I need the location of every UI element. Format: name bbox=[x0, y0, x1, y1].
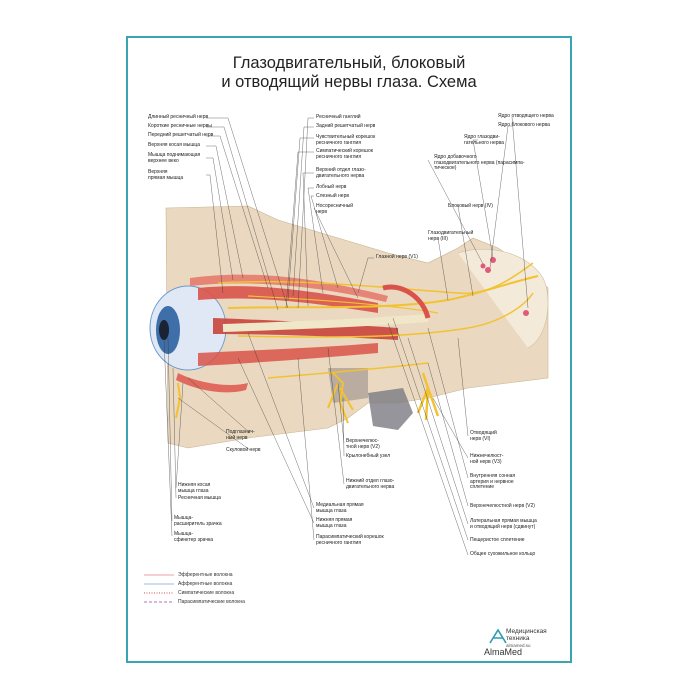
title-line-2: и отводящий нервы глаза. Схема bbox=[221, 73, 477, 91]
maxillary-nerve bbox=[267, 362, 429, 379]
label-medial-rectus-muscle: Медиальная прямая мышца глаза bbox=[316, 502, 364, 514]
abducens-nerve bbox=[237, 292, 534, 338]
label-accessory-oculomotor-nucleus: Ядро добавочного глазодвигательного нерв… bbox=[434, 154, 525, 172]
label-inferior-oblique-muscle: Нижняя косая мышца глаза bbox=[178, 482, 211, 494]
skull-dark-cavity bbox=[368, 388, 413, 430]
almamed-logo-icon bbox=[489, 628, 507, 644]
pupil bbox=[159, 320, 169, 340]
label-nasociliary-nerve: Носоресничный нерв bbox=[316, 203, 354, 215]
label-inferior-oculomotor-division: Нижний отдел глазо- двигательного нерва bbox=[346, 478, 395, 490]
label-internal-carotid-artery: Внутренняя сонная артерия и нервное спле… bbox=[470, 473, 516, 491]
legend-afferent: Афферентные волокна bbox=[178, 581, 233, 587]
label-anterior-ethmoidal-nerve: Передний решетчатый нерв bbox=[148, 132, 214, 138]
label-cavernous-plexus: Пещеристое сплетение bbox=[470, 537, 525, 543]
abducens-nucleus bbox=[523, 310, 529, 316]
pterygopalatine-ganglion bbox=[327, 372, 354, 424]
leader-lines bbox=[163, 116, 529, 556]
page-title: Глазодвигательный, блоковый и отводящий … bbox=[128, 54, 570, 92]
oculomotor-nerve bbox=[227, 275, 539, 309]
label-oculomotor-nucleus: Ядро глазодви- гательного нерва bbox=[464, 134, 504, 146]
inferior-rectus-muscle bbox=[198, 343, 378, 366]
label-frontal-nerve: Лобный нерв bbox=[316, 184, 347, 190]
anatomy-illustration bbox=[144, 116, 549, 644]
label-ciliary-ganglion: Ресничный ганглий bbox=[316, 114, 361, 120]
label-maxillary-nerve-v2: Верхнечелюс- тной нерв (V2) bbox=[346, 438, 380, 450]
brain-outline bbox=[457, 248, 549, 349]
oculomotor-nucleus bbox=[490, 257, 496, 263]
label-sphincter-pupillae: Мышца- сфинктер зрачка bbox=[174, 531, 214, 543]
label-superior-rectus-muscle: Верхняя прямая мышца bbox=[148, 169, 184, 181]
zygomatic-nerve bbox=[175, 382, 182, 419]
title-line-1: Глазодвигательный, блоковый bbox=[232, 54, 466, 72]
label-inferior-rectus-muscle: Нижняя прямая мышца глаза bbox=[316, 517, 353, 529]
label-pterygopalatine-ganglion: Крылонебный узел bbox=[346, 453, 391, 459]
label-maxillary-nerve-v2-right: Верхнечелюстной нерв (V2) bbox=[470, 503, 535, 509]
label-common-tendinous-ring: Общее сухожильное кольцо bbox=[470, 551, 536, 557]
label-infraorbital-nerve: Подглазнич- ный нерв bbox=[226, 429, 255, 441]
accessory-nucleus bbox=[480, 263, 486, 269]
label-posterior-ethmoidal-nerve: Задний решетчатый нерв bbox=[316, 123, 376, 129]
logo-url: almamed.su bbox=[506, 643, 531, 648]
trochlear-nucleus bbox=[485, 267, 491, 273]
legend-parasympathetic: Парасимпатические волокна bbox=[178, 599, 245, 605]
label-sympathetic-root: Симпатический корешок ресничного ганглия bbox=[316, 148, 373, 160]
logo-line-2: техника bbox=[506, 635, 530, 642]
poster-frame: Глазодвигательный, блоковый и отводящий … bbox=[126, 36, 572, 663]
label-trochlear-nerve: Блоковый нерв (IV) bbox=[448, 203, 493, 209]
label-levator-muscle: Мышца поднимающая верхнее веко bbox=[148, 152, 201, 164]
internal-carotid-artery bbox=[382, 284, 431, 319]
logo-tagline: Медицинская техника bbox=[506, 628, 547, 642]
label-oculomotor-nerve: Глазодвигательный нерв (III) bbox=[428, 230, 474, 242]
label-sensory-root: Чувствительный корешок ресничного гангли… bbox=[316, 134, 376, 146]
label-abducens-nucleus: Ядро отводящего нерва bbox=[498, 113, 554, 119]
ophthalmic-nerve bbox=[247, 295, 439, 314]
label-dilator-pupillae: Мышца- расширитель зрачка bbox=[174, 515, 222, 527]
trochlear-nerve bbox=[217, 262, 534, 295]
label-long-ciliary-nerve: Длинный ресничный нерв bbox=[148, 114, 209, 120]
label-mandibular-nerve: Нижнечелюст- ной нерв (V3) bbox=[470, 453, 504, 465]
optic-nerve bbox=[222, 314, 429, 332]
label-ophthalmic-nerve: Глазной нерв (V1) bbox=[376, 254, 418, 260]
mandibular-nerve bbox=[416, 372, 440, 421]
label-abducens-nerve: Отводящий нерв (VI) bbox=[470, 430, 497, 442]
almamed-logo: Медицинская техника almamed.su AlmaMed bbox=[484, 626, 574, 657]
label-short-ciliary-nerves: Короткие ресничные нервы bbox=[148, 123, 212, 129]
label-superior-oblique-muscle: Верхняя косая мышца bbox=[148, 142, 200, 148]
legend-sympathetic: Симпатические волокна bbox=[178, 590, 235, 596]
label-lacrimal-nerve: Слезный нерв bbox=[316, 193, 350, 199]
label-superior-oculomotor-division: Верхний отдел глазо- двигательного нерва bbox=[316, 167, 366, 179]
inferior-oblique-muscle bbox=[176, 373, 248, 393]
label-trochlear-nucleus: Ядро блокового нерва bbox=[498, 122, 550, 128]
label-zygomatic-nerve: Скуловой нерв bbox=[226, 447, 261, 453]
label-ciliary-muscle: Ресничная мышца bbox=[178, 495, 221, 501]
logo-line-1: Медицинская bbox=[506, 628, 547, 635]
legend-efferent: Эфферентные волокна bbox=[178, 572, 233, 578]
logo-brand: AlmaMed bbox=[484, 647, 523, 657]
label-lateral-rectus-abducens: Латеральная прямая мышца и отводящий нер… bbox=[470, 518, 537, 530]
label-parasympathetic-root: Парасимпатический корешок ресничного ган… bbox=[316, 534, 384, 546]
